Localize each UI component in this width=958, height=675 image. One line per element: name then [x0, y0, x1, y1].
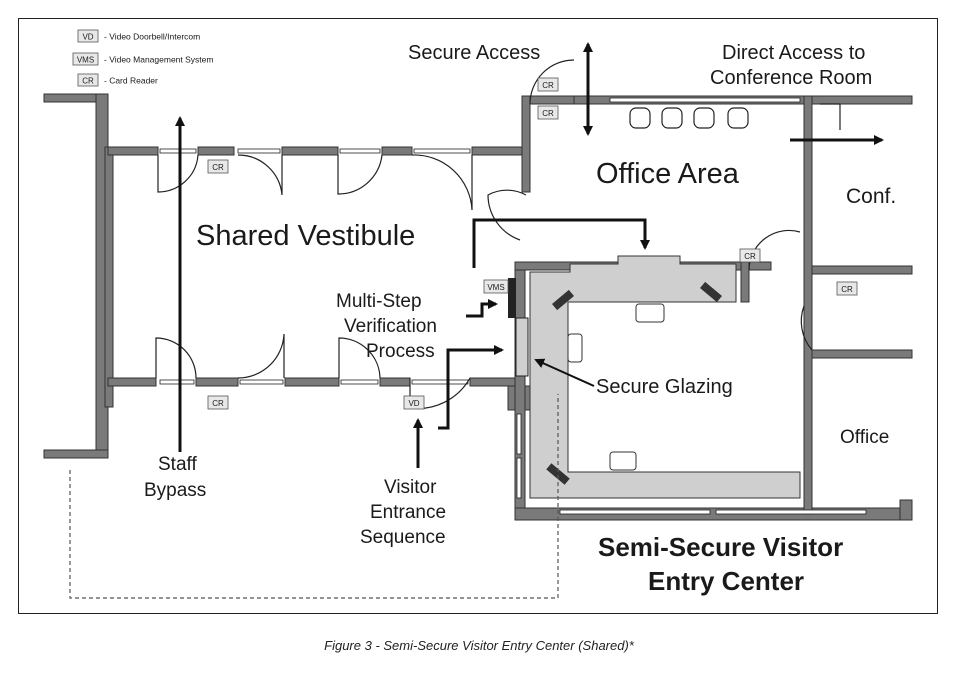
label-visitor: Visitor	[384, 477, 437, 498]
label-shared-vestibule: Shared Vestibule	[196, 220, 415, 252]
labels: Secure Access Direct Access to Conferenc…	[144, 42, 896, 596]
legend-text-vms: - Video Management System	[104, 55, 213, 65]
label-direct-access-2: Conference Room	[710, 67, 872, 89]
label-entrance: Entrance	[370, 502, 446, 523]
legend-text-vd: - Video Doorbell/Intercom	[104, 32, 200, 42]
card-reader-tag: CR	[212, 163, 224, 172]
legend: VD - Video Doorbell/Intercom VMS - Video…	[72, 29, 213, 87]
card-reader-tag: CR	[841, 285, 853, 294]
label-office-area: Office Area	[596, 158, 740, 190]
label-multi-step-3: Process	[366, 341, 435, 362]
label-secure-glazing: Secure Glazing	[596, 376, 733, 398]
label-multi-step-2: Verification	[344, 316, 437, 337]
label-secure-access: Secure Access	[408, 42, 540, 64]
arrows	[175, 42, 884, 468]
card-reader-tag: CR	[542, 81, 554, 90]
walls	[43, 93, 913, 521]
legend-code-cr: CR	[82, 77, 94, 86]
legend-code-vd: VD	[82, 33, 93, 42]
label-conf: Conf.	[846, 185, 896, 208]
security-desk	[508, 255, 801, 499]
vms-tag: VMS	[487, 283, 504, 292]
card-reader-tag: CR	[542, 109, 554, 118]
label-direct-access-1: Direct Access to	[722, 42, 865, 64]
label-staff: Staff	[158, 454, 197, 475]
device-tags: CR CR CR CR CR CR VD VMS	[207, 77, 858, 410]
label-bypass: Bypass	[144, 480, 206, 501]
label-multi-step-1: Multi-Step	[336, 291, 422, 312]
label-office: Office	[840, 427, 889, 448]
legend-code-vms: VMS	[77, 56, 94, 65]
card-reader-tag: CR	[744, 252, 756, 261]
title-line-1: Semi-Secure Visitor	[598, 532, 843, 562]
figure-caption: Figure 3 - Semi-Secure Visitor Entry Cen…	[324, 638, 634, 653]
title-line-2: Entry Center	[648, 566, 804, 596]
card-reader-tag: CR	[212, 399, 224, 408]
video-doorbell-tag: VD	[408, 399, 419, 408]
label-sequence: Sequence	[360, 527, 446, 548]
door-swings	[155, 59, 841, 410]
chairs	[629, 107, 749, 129]
staff-bypass-route	[69, 394, 559, 599]
legend-text-cr: - Card Reader	[104, 76, 158, 86]
